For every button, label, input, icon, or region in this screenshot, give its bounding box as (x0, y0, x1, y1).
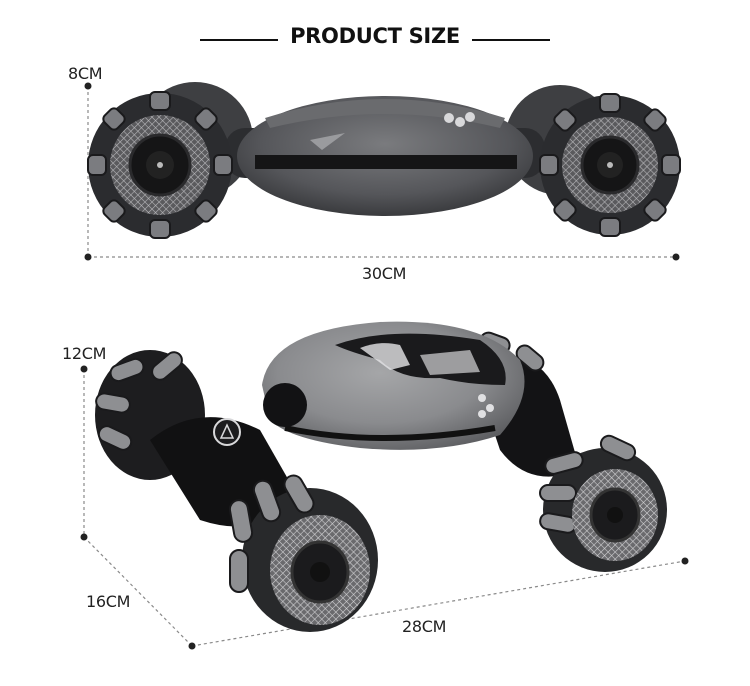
bottom-width-label: 16CM (86, 592, 131, 611)
light-strip (255, 155, 517, 169)
wheel-front-left (228, 474, 378, 632)
dim-dot (672, 253, 680, 261)
page-header: PRODUCT SIZE (0, 22, 750, 56)
dim-dot (84, 253, 92, 261)
wheel-front-right (539, 93, 681, 237)
dim-dot (84, 82, 92, 90)
wheel-front-left (87, 91, 233, 239)
top-height-label: 8CM (68, 64, 103, 83)
title-rule-right (472, 39, 550, 41)
page-title: PRODUCT SIZE (290, 24, 460, 48)
dim-dot (80, 533, 88, 541)
dim-dot (188, 642, 196, 650)
top-length-label: 30CM (362, 264, 407, 283)
bottom-length-label: 28CM (402, 617, 447, 636)
dim-dot (681, 557, 689, 565)
wheel-front-right (539, 434, 667, 572)
title-rule-left (200, 39, 278, 41)
bottom-height-label: 12CM (62, 344, 107, 363)
dim-dot (80, 365, 88, 373)
